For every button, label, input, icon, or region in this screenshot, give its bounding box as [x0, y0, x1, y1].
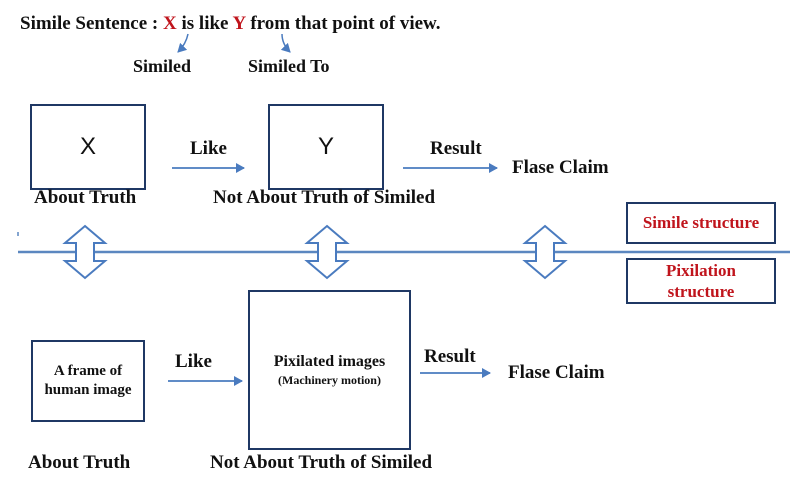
legend-pixilation-structure: Pixilation structure	[626, 258, 776, 304]
box-y-label: Y	[317, 133, 334, 160]
title-x: X	[163, 13, 177, 34]
top-about-truth-label: About Truth	[34, 187, 137, 208]
box-pixilated-title: Pixilated images	[273, 352, 386, 370]
legend-simile-structure: Simile structure	[626, 202, 776, 244]
title-y: Y	[232, 13, 246, 34]
title-prefix: Simile Sentence :	[20, 13, 164, 34]
bottom-like-label: Like	[175, 351, 212, 372]
bottom-result-label: Result	[424, 346, 476, 367]
top-claim-label: Flase Claim	[512, 157, 609, 178]
title-middle: is like	[176, 13, 233, 34]
top-not-about-truth-label: Not About Truth of Similed	[213, 187, 436, 208]
box-pixilated-subtitle: (Machinery motion)	[278, 372, 381, 387]
box-y: Y	[268, 104, 384, 190]
similed-to-curved-arrow	[280, 33, 291, 53]
bottom-not-about-truth-label: Not About Truth of Similed	[210, 452, 433, 473]
top-like-label: Like	[190, 138, 227, 159]
double-arrow-left	[62, 224, 108, 280]
similed-curved-arrow	[177, 33, 189, 53]
legend-simile-label: Simile structure	[642, 213, 760, 232]
double-arrow-right	[522, 224, 568, 280]
top-result-label: Result	[430, 138, 482, 159]
title-suffix: from that point of view.	[245, 13, 441, 34]
box-x-label: X	[79, 133, 96, 160]
box-x: X	[30, 104, 146, 190]
box-frame-of-human-image: A frame of human image	[31, 340, 145, 422]
similed-to-label: Similed To	[248, 56, 330, 76]
simile-sentence: Simile Sentence : X is like Y from that …	[20, 13, 440, 35]
box-frame-label: A frame of human image	[44, 363, 132, 398]
legend-pixilation-label: Pixilation structure	[666, 261, 736, 301]
bottom-about-truth-label: About Truth	[28, 452, 131, 473]
similed-label: Similed	[133, 56, 192, 76]
box-pixilated-images: Pixilated images (Machinery motion)	[248, 290, 411, 450]
double-arrow-middle	[304, 224, 350, 280]
bottom-claim-label: Flase Claim	[508, 362, 605, 383]
